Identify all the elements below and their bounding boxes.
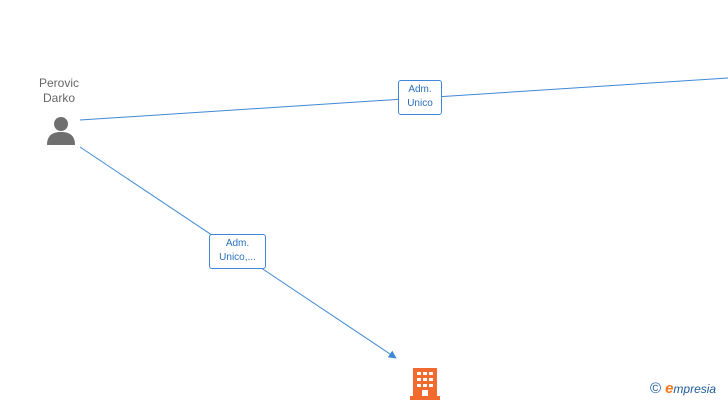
person-icon[interactable] <box>45 115 77 147</box>
edge-label-line1: Adm. <box>408 84 432 95</box>
brand-watermark: ©empresia <box>650 380 716 398</box>
person-name[interactable]: Perovic Darko <box>22 76 96 106</box>
building-icon[interactable] <box>410 366 440 400</box>
copyright-symbol: © <box>650 380 662 397</box>
edge-label-admin-unico-company[interactable]: Adm. Unico,... <box>209 234 266 269</box>
edge-label-admin-unico[interactable]: Adm. Unico <box>398 80 442 115</box>
person-name-line1: Perovic <box>38 76 79 90</box>
brand-logo-text: mpresia <box>673 382 717 396</box>
edge-label-line2: Unico <box>407 98 433 109</box>
brand-logo-initial: e <box>665 380 674 397</box>
edge-label-line2: Unico,... <box>219 252 256 263</box>
person-name-line2: Darko <box>42 91 75 105</box>
edge-label-line1: Adm. <box>225 238 250 249</box>
